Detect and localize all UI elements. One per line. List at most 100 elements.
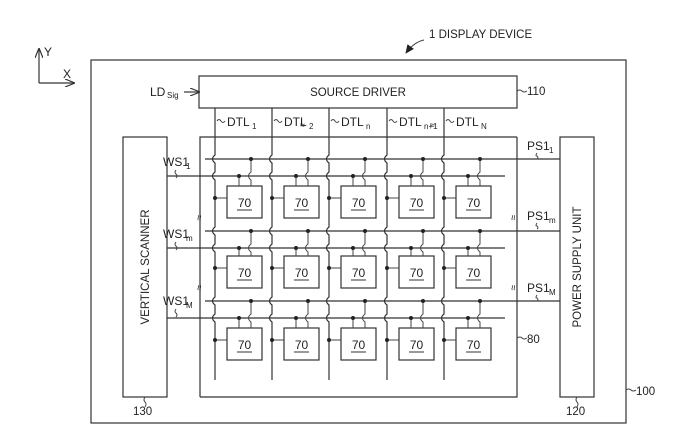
pixel-circuit-label: 70 (238, 338, 252, 352)
pixel-array-ref: 80 (516, 334, 540, 346)
power-line-leader (535, 222, 539, 230)
junction-dot (442, 338, 446, 342)
source-driver-ref-number: 110 (527, 86, 545, 98)
vertical-scanner-ref: 130 (133, 396, 152, 418)
pixel-circuit-box (283, 185, 320, 219)
pixel-circuit-label: 70 (467, 266, 481, 280)
title-leader-arrow (405, 39, 425, 54)
junction-dot (478, 299, 482, 303)
junction-dot (249, 229, 253, 233)
scan-line-leader (174, 169, 178, 179)
pixel-circuit-box (340, 255, 377, 289)
junction-dot (385, 196, 389, 200)
power-connection (248, 301, 252, 328)
y-axis-label: Y (44, 45, 52, 59)
pixel-circuit-label: 70 (467, 196, 481, 210)
data-line-2 (268, 108, 273, 380)
pixel-circuit-box (226, 255, 263, 289)
power-connection (420, 301, 424, 328)
junction-dot (213, 196, 217, 200)
power-connection (248, 231, 252, 256)
data-line-label: DTL (399, 115, 422, 129)
junction-dot (421, 157, 425, 161)
scan-line-subscript: m (186, 234, 193, 243)
pixel-circuit: 70 (385, 299, 435, 361)
junction-dot (294, 174, 298, 178)
data-line-subscript: n (366, 122, 370, 131)
junction-dot (270, 266, 274, 270)
junction-dot (363, 299, 367, 303)
scan-line-label: WS1 (163, 227, 189, 241)
junction-dot (351, 246, 355, 250)
pixel-circuit-label: 70 (467, 338, 481, 352)
data-line-3 (325, 108, 330, 380)
pixel-circuit-box (455, 255, 492, 289)
power-line-label: PS1 (527, 139, 550, 153)
junction-dot (294, 246, 298, 250)
pixel-circuit-box (283, 327, 320, 361)
break-mark: ≈ (300, 120, 305, 130)
power-connection (420, 159, 424, 186)
pixel-circuit: 70 (442, 299, 492, 361)
data-line-subscript: 2 (309, 122, 314, 131)
scan-line-leader (174, 308, 178, 318)
pixel-circuit: 70 (327, 299, 377, 361)
data-line-label: DTL (341, 115, 364, 129)
data-line-leader (330, 119, 340, 123)
scan-line-subscript: M (186, 301, 193, 310)
junction-dot (385, 338, 389, 342)
pixel-circuit-box (398, 327, 435, 361)
break-mark: ≈ (507, 215, 518, 221)
break-mark: ≈ (507, 285, 518, 291)
pixel-circuit-label: 70 (295, 338, 309, 352)
junction-dot (327, 338, 331, 342)
source-driver-ref: 110 (516, 86, 545, 98)
junction-dot (363, 157, 367, 161)
junction-dot (385, 266, 389, 270)
power-line-leader (535, 294, 539, 302)
power-supply-block (559, 136, 595, 398)
pixel-circuit-box (340, 185, 377, 219)
power-connection (362, 301, 366, 328)
junction-dot (466, 316, 470, 320)
pixel-array-outline (200, 137, 518, 398)
data-line-5 (440, 108, 445, 380)
pixel-circuit-box (340, 327, 377, 361)
vertical-scanner-block (122, 136, 168, 398)
data-line-1 (211, 108, 216, 380)
pixel-circuit: 70 (213, 299, 263, 361)
junction-dot (213, 266, 217, 270)
pixel-circuit: 70 (327, 229, 377, 289)
data-line-label: DTL (284, 115, 307, 129)
data-line-4 (383, 108, 388, 380)
power-connection (305, 301, 309, 328)
pixel-array-ref-number: 80 (527, 334, 540, 346)
junction-dot (409, 174, 413, 178)
vertical-scanner-label: VERTICAL SCANNER (140, 209, 152, 324)
power-line-label: PS1 (527, 281, 550, 295)
junction-dot (478, 229, 482, 233)
figure-title: 1 DISPLAY DEVICE (405, 29, 532, 54)
scan-line-subscript: 1 (186, 162, 191, 171)
power-line-subscript: M (549, 288, 556, 297)
junction-dot (327, 196, 331, 200)
pixel-circuit: 70 (385, 229, 435, 289)
pixel-circuit-box (226, 185, 263, 219)
power-supply-ref-number: 120 (566, 406, 585, 418)
power-line-subscript: 1 (549, 146, 554, 155)
pixel-array-outline-top (199, 136, 517, 397)
title-text: 1 DISPLAY DEVICE (429, 29, 532, 41)
axis-indicator: Y X (39, 45, 74, 83)
pixel-circuit-box (283, 255, 320, 289)
pixel-circuit-box (455, 185, 492, 219)
power-connection (305, 159, 309, 186)
enclosure-ref-number: 100 (636, 386, 655, 398)
junction-dot (270, 196, 274, 200)
power-supply-label: POWER SUPPLY UNIT (572, 207, 584, 328)
pixel-circuit-label: 70 (238, 266, 252, 280)
break-mark: ≈ (430, 120, 435, 130)
pixel-circuit: 70 (327, 157, 377, 219)
